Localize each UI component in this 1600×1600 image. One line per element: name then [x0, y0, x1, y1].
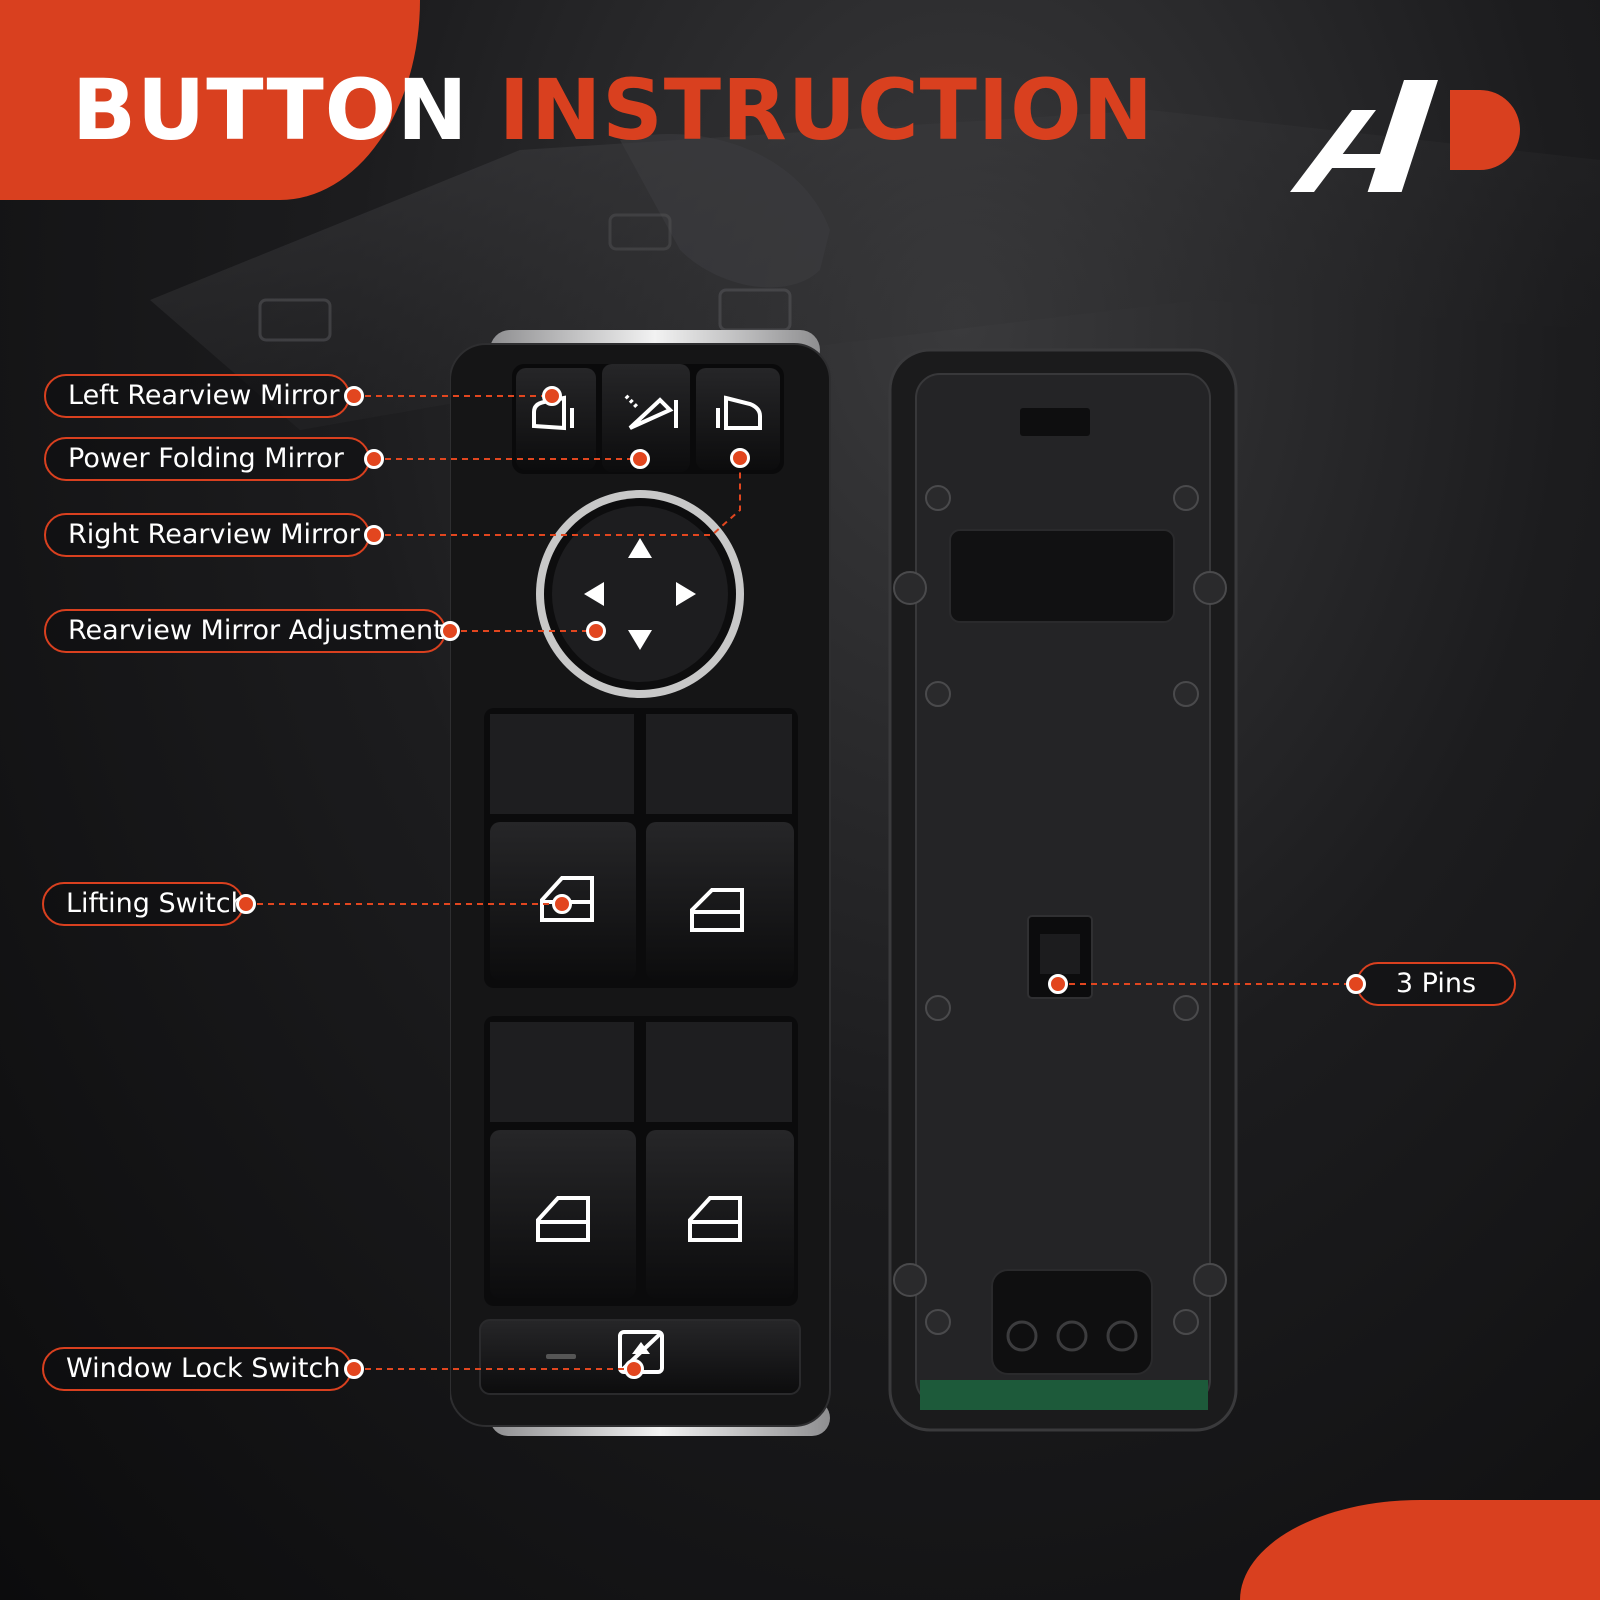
- connector-3-pins: [1027, 915, 1093, 999]
- target-dot-left-mirror: [542, 386, 562, 406]
- logo-stem: [1367, 80, 1438, 192]
- indicator-led: [546, 1354, 576, 1359]
- title-word-button: BUTTON: [72, 61, 469, 159]
- window-lock-button[interactable]: [479, 1319, 801, 1395]
- logo-slash-left: [1290, 110, 1376, 192]
- callout-rearview-mirror-adjustment: Rearview Mirror Adjustment: [44, 609, 446, 653]
- callout-label: Right Rearview Mirror: [68, 519, 360, 550]
- target-dot-3-pins: [1048, 974, 1068, 994]
- callout-dot: [364, 525, 384, 545]
- logo-p-bowl: [1450, 90, 1520, 170]
- right-mirror-button[interactable]: [696, 368, 780, 470]
- callout-left-rearview-mirror: Left Rearview Mirror: [44, 374, 350, 418]
- rear-hole: [1006, 1320, 1038, 1352]
- rear-clip: [1020, 408, 1090, 436]
- target-dot-mirror-adjustment: [586, 621, 606, 641]
- callout-dot: [344, 1359, 364, 1379]
- lifting-switch-rear-left[interactable]: [490, 1022, 636, 1298]
- bg-window-icon: [258, 298, 332, 342]
- right-mirror-icon: [716, 395, 762, 430]
- callout-dot: [1346, 974, 1366, 994]
- switch-rear-housing: [888, 348, 1238, 1432]
- arrow-right-icon: [676, 582, 696, 606]
- lifting-switch-rear-right[interactable]: [646, 1022, 794, 1298]
- callout-power-folding-mirror: Power Folding Mirror: [44, 437, 370, 481]
- callout-3-pins: 3 Pins: [1356, 962, 1516, 1006]
- target-dot-lifting-switch: [552, 894, 572, 914]
- callout-dot: [440, 621, 460, 641]
- rear-plate: [949, 529, 1175, 623]
- callout-dot: [364, 449, 384, 469]
- callout-label: Lifting Switch: [66, 888, 248, 919]
- left-mirror-button[interactable]: [516, 368, 596, 470]
- circuit-board-strip: [920, 1380, 1208, 1410]
- finger-shape: [620, 134, 830, 288]
- page-title: BUTTON INSTRUCTION: [72, 68, 1154, 152]
- bg-window-icon: [608, 213, 672, 251]
- arrow-down-icon: [628, 630, 652, 650]
- rear-hole: [1106, 1320, 1138, 1352]
- callout-dot: [344, 386, 364, 406]
- callout-label: Rearview Mirror Adjustment: [68, 615, 444, 646]
- title-band: [0, 0, 420, 200]
- callout-label: Power Folding Mirror: [68, 443, 344, 474]
- title-word-instruction: INSTRUCTION: [498, 61, 1154, 159]
- mirror-adjustment-knob[interactable]: [536, 490, 744, 698]
- arrow-left-icon: [584, 582, 604, 606]
- switch-front-panel: [450, 330, 831, 1436]
- callout-window-lock-switch: Window Lock Switch: [42, 1347, 352, 1391]
- rear-screws: [893, 485, 1227, 1335]
- rear-hole: [1056, 1320, 1088, 1352]
- power-fold-mirror-icon: [624, 394, 678, 430]
- callout-label: Left Rearview Mirror: [68, 380, 340, 411]
- target-dot-power-fold: [630, 449, 650, 469]
- brand-logo: [1290, 80, 1520, 192]
- callout-lifting-switch: Lifting Switch: [42, 882, 248, 926]
- target-dot-right-mirror: [730, 448, 750, 468]
- callout-label: 3 Pins: [1395, 968, 1477, 999]
- power-folding-mirror-button[interactable]: [602, 364, 690, 472]
- callout-dot: [236, 894, 256, 914]
- rear-housing-inner: [915, 373, 1211, 1405]
- arrow-up-icon: [628, 538, 652, 558]
- callout-label: Window Lock Switch: [66, 1353, 341, 1384]
- lifting-switch-front-left[interactable]: [490, 714, 636, 980]
- target-dot-window-lock: [624, 1359, 644, 1379]
- lifting-switch-front-right[interactable]: [646, 714, 794, 980]
- callout-right-rearview-mirror: Right Rearview Mirror: [44, 513, 370, 557]
